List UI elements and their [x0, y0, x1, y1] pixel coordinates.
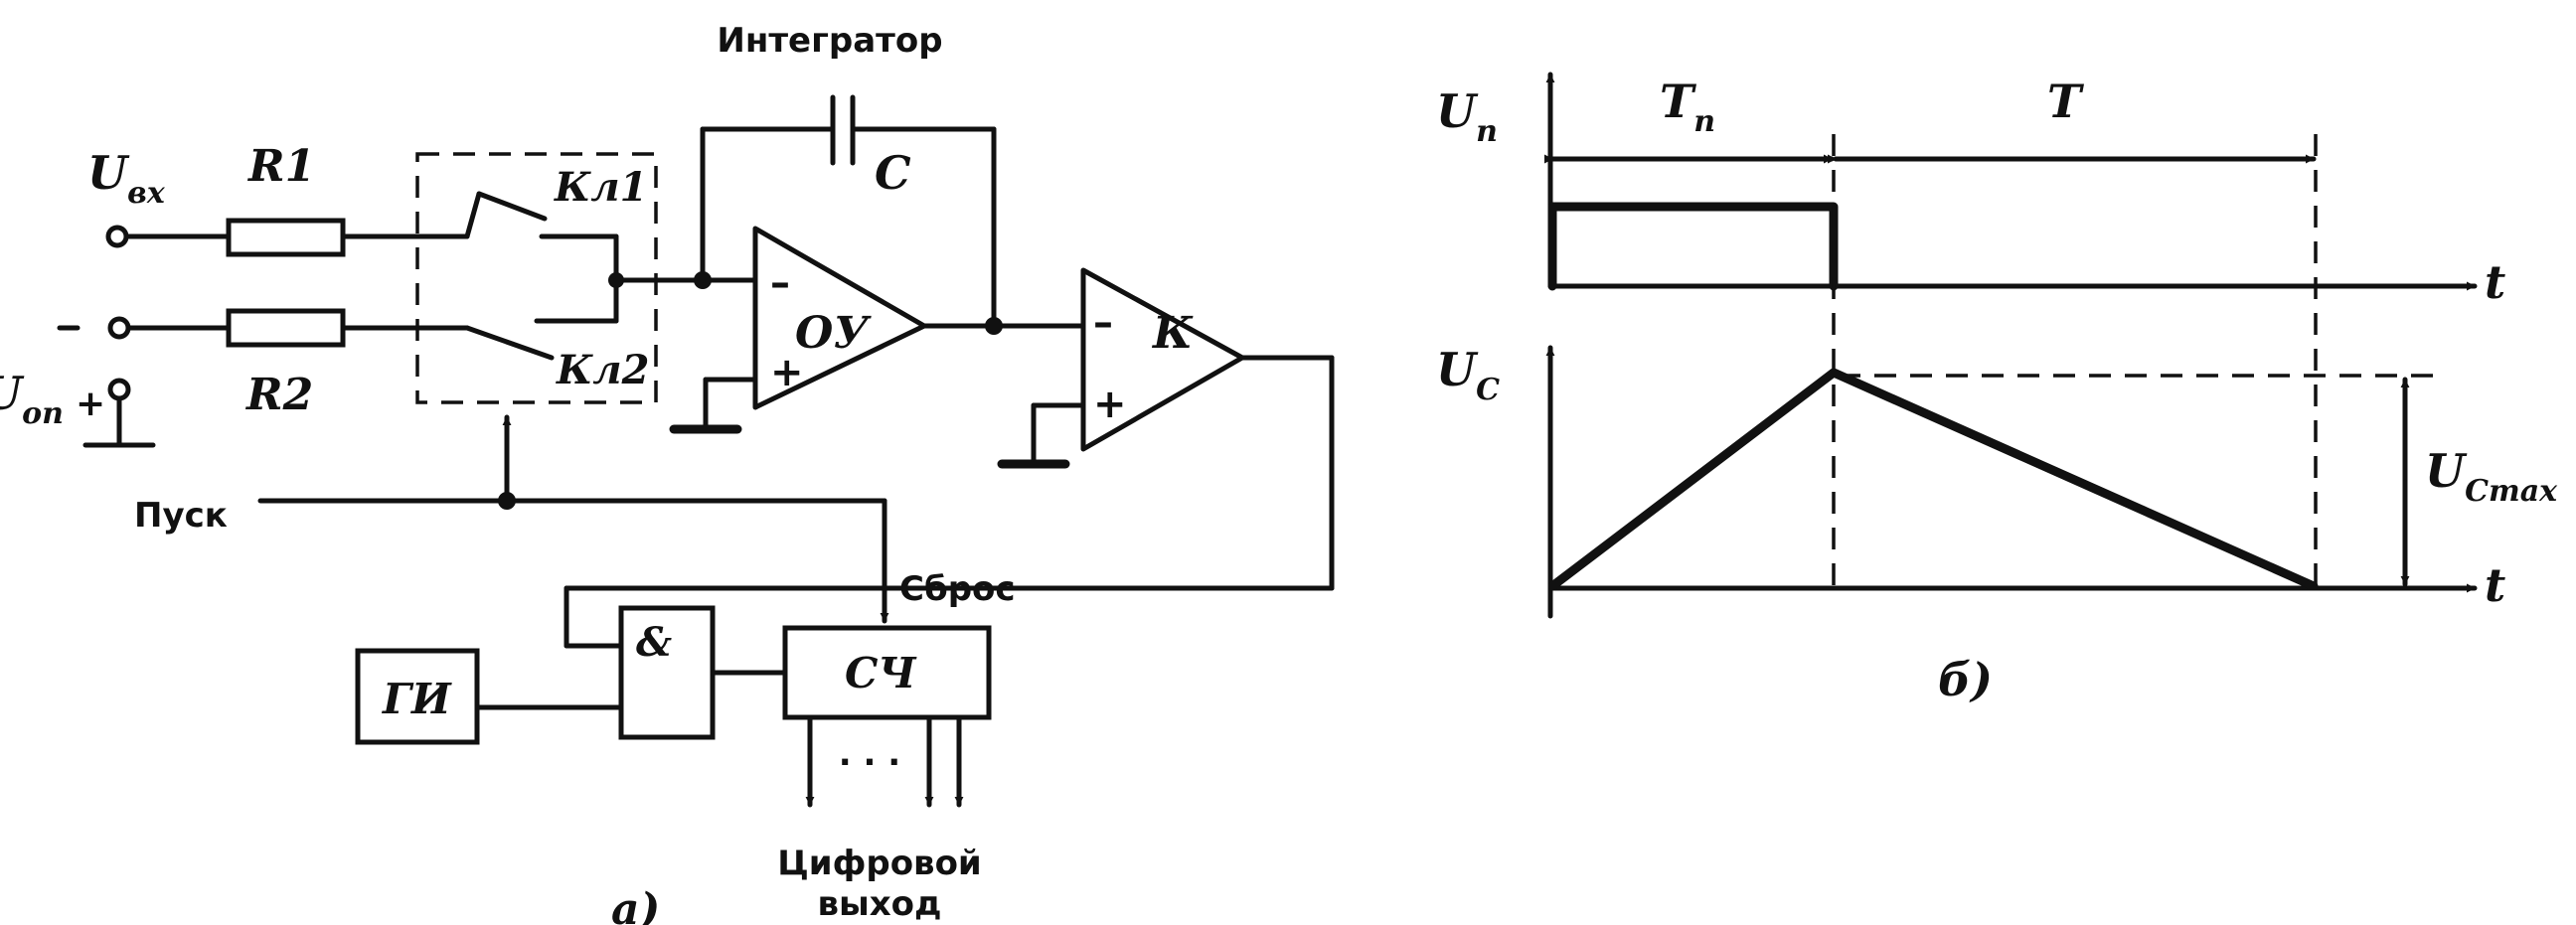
digital-output-line2: выход	[817, 884, 941, 924]
r1-label: R1	[246, 141, 315, 192]
integrator-label: Интегратор	[717, 21, 942, 61]
r2-label: R2	[244, 370, 313, 420]
comparator-plus: +	[1093, 382, 1127, 427]
u-pulse-label: Uп	[1436, 84, 1498, 149]
t-axis-upper: t	[2485, 255, 2505, 309]
uc-label: UC	[1436, 343, 1500, 407]
and-gate: &	[618, 605, 788, 740]
capacitor-label: C	[875, 146, 911, 200]
comparator: – + К	[564, 267, 1335, 649]
capacitor-c: C	[700, 94, 997, 329]
timing-diagram: Uп t Tп T UC t UCmax б)	[1436, 72, 2558, 706]
pulse-generator: ГИ	[355, 648, 624, 745]
start-line: Пуск Сброс	[134, 492, 1016, 624]
input-uvx: Uвх	[87, 146, 232, 248]
comparator-minus: –	[1093, 300, 1113, 346]
comparator-label: К	[1151, 308, 1194, 359]
digital-output-line1: Цифровой	[777, 844, 982, 883]
opamp-label: ОУ	[795, 308, 872, 359]
resistor-r2: R2	[226, 308, 470, 420]
output-dots: . . .	[839, 734, 900, 774]
uop-label: Uоп	[0, 367, 64, 431]
counter: СЧ . . . Цифровой выход	[777, 625, 992, 924]
opamp-plus: +	[770, 350, 804, 395]
opamp-minus: –	[770, 260, 790, 306]
uvx-label: Uвх	[87, 146, 166, 211]
tp-label: Tп	[1660, 75, 1715, 139]
and-gate-label: &	[636, 619, 672, 666]
circuit-diagram: Интегратор Uвх R1 Uоп + R2	[0, 21, 1335, 925]
reset-label: Сброс	[899, 569, 1016, 609]
switch2-label: Кл2	[556, 347, 650, 393]
panel-a-label: а)	[611, 884, 660, 925]
t-period-label: T	[2047, 75, 2085, 128]
counter-label: СЧ	[845, 649, 917, 697]
panel-b-label: б)	[1938, 653, 1993, 706]
generator-label: ГИ	[382, 675, 452, 723]
uc-max-label: UCmax	[2425, 444, 2558, 509]
input-uop: Uоп +	[0, 316, 232, 448]
opamp: – + ОУ	[669, 226, 1086, 434]
resistor-r1: R1	[226, 141, 470, 257]
switch-block: Кл1 Кл2	[415, 152, 658, 504]
switch1-label: Кл1	[554, 164, 648, 211]
start-label: Пуск	[134, 496, 228, 536]
t-axis-lower: t	[2485, 558, 2505, 612]
uop-plus-sign: +	[76, 384, 105, 424]
